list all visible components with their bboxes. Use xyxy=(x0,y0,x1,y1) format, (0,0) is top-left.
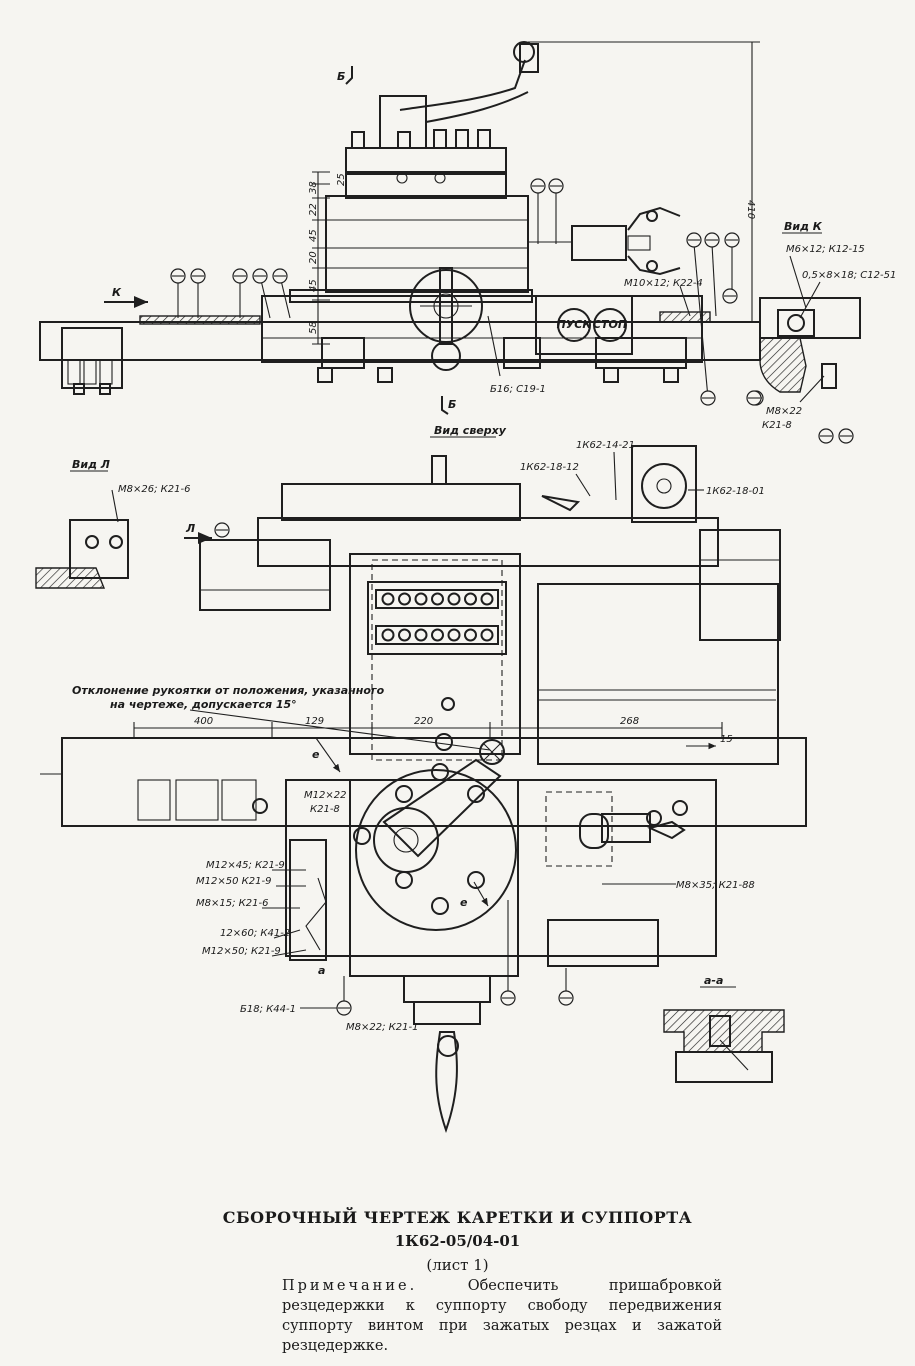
section-aa-detail: а-а xyxy=(663,974,785,1083)
callout-m6x12: М6×12; К12-15 xyxy=(786,244,865,255)
callout-m8x22b: М8×22; К21-1 xyxy=(346,1022,418,1033)
view-k-title: Вид К xyxy=(784,220,823,233)
dim-45a: 45 xyxy=(308,229,319,242)
dim-268: 268 xyxy=(620,716,639,727)
callout-k62-18-01: 1К62-18-01 xyxy=(706,486,765,497)
deviation-note-line1: Отклонение рукоятки от положения, указан… xyxy=(72,684,385,697)
vertical-dimensions: 25 38 22 45 20 45 58 xyxy=(308,171,347,345)
section-b-top: Б xyxy=(337,70,345,83)
callout-b16: Б16; С19-1 xyxy=(490,384,546,395)
bolt-rows xyxy=(381,592,494,642)
callout-k62-14-21: 1К62-14-21 xyxy=(576,440,635,451)
callout-ball: 0,5×8×18; С12-51 xyxy=(802,270,896,281)
bolt-head xyxy=(464,592,477,606)
front-view: ПУСК СТОП 25 38 22 45 20 45 xyxy=(39,41,896,431)
callout-m8x35: М8×35; К21-88 xyxy=(676,880,755,891)
tool-post-handle xyxy=(399,41,539,123)
dim-22: 22 xyxy=(308,203,319,216)
dim-38: 38 xyxy=(308,181,319,194)
feet-front xyxy=(317,367,679,383)
bolt-head xyxy=(381,592,395,606)
bolt-head xyxy=(398,592,411,606)
dim-400: 400 xyxy=(194,716,213,727)
bolt-head xyxy=(398,628,411,642)
arrow-k-label: К xyxy=(112,286,122,299)
top-handwheel xyxy=(355,697,517,931)
callout-m12x22: М12×22 xyxy=(304,790,346,801)
bolt-head xyxy=(480,628,494,642)
callout-k21-8b: К21-8 xyxy=(310,804,340,815)
arrow-e2-label: е xyxy=(460,896,468,909)
top-leaders xyxy=(262,869,676,1009)
callout-b18: Б18; К44-1 xyxy=(240,1004,296,1015)
callout-k62-18-12: 1К62-18-12 xyxy=(520,462,579,473)
stop-button-shape xyxy=(593,308,627,342)
slide-bolt-array xyxy=(367,581,507,655)
arrow-e1-label: е xyxy=(312,748,320,761)
screw-handles xyxy=(627,206,681,276)
bolt-head xyxy=(480,592,494,606)
top-view: Вид сверху Отклонение рукоятки от положе… xyxy=(35,178,854,1134)
callout-m12x45: М12×45; К21-9 xyxy=(206,860,285,871)
dim-220: 220 xyxy=(414,716,433,727)
dim-58: 58 xyxy=(308,321,319,334)
front-callouts xyxy=(177,190,733,399)
arrow-l-label: Л xyxy=(185,522,195,535)
section-aa-title: а-а xyxy=(704,974,723,987)
bolt-head xyxy=(447,628,461,642)
dim-15: 15 xyxy=(720,734,733,745)
callout-pin: 12×60; К41-2 xyxy=(220,928,290,939)
arrow-a-label: а xyxy=(318,964,325,977)
dim-129: 129 xyxy=(305,716,324,727)
dim-45b: 45 xyxy=(308,279,319,292)
drawing-code: 1К62-05/04-01 xyxy=(394,1232,521,1250)
bolt-head xyxy=(431,628,444,642)
callout-m12x50b: М12×50; К21-9 xyxy=(202,946,281,957)
tool-post-bolts xyxy=(351,129,491,184)
sheet-number: (лист 1) xyxy=(426,1256,489,1274)
view-k-detail: Вид К xyxy=(759,220,861,403)
callout-m10x12: М10×12; К22-4 xyxy=(624,278,703,289)
note-text: Обеспечить пришабровкой резцедержки к су… xyxy=(282,1278,722,1354)
bolt-head xyxy=(414,628,428,642)
start-button-shape xyxy=(557,308,591,342)
section-b-bottom: Б xyxy=(448,398,456,411)
view-l-detail: Вид Л xyxy=(35,458,129,589)
dim-20: 20 xyxy=(308,251,319,264)
top-view-title: Вид сверху xyxy=(434,424,507,437)
note-label: Примечание. xyxy=(282,1278,418,1294)
view-l-title: Вид Л xyxy=(72,458,110,471)
start-button-label: ПУСК xyxy=(557,318,593,331)
bolt-head xyxy=(414,592,428,606)
callout-m8x15: М8×15; К21-6 xyxy=(196,898,268,909)
bolt-head xyxy=(464,628,477,642)
apron-bolts xyxy=(252,763,688,915)
deviation-note-line2: на чертеже, допускается 15° xyxy=(110,698,297,711)
callout-k21-8a: К21-8 xyxy=(762,420,792,431)
handwheel-front xyxy=(409,267,483,371)
callout-m12x50a: М12×50 К21-9 xyxy=(196,876,271,887)
dim-25: 25 xyxy=(336,173,347,186)
stop-button-label: СТОП xyxy=(593,318,627,331)
assembly-drawing: ПУСК СТОП 25 38 22 45 20 45 xyxy=(35,41,896,1134)
dim-410: 410 xyxy=(745,200,756,219)
bolt-head xyxy=(431,592,444,606)
bolt-head xyxy=(381,628,395,642)
note-paragraph: Примечание. Обеспечить пришабровкой резц… xyxy=(282,1276,722,1356)
leveling-feet-left xyxy=(67,359,113,395)
callout-m8x26: М8×26; К21-6 xyxy=(118,484,190,495)
part-number-bubbles xyxy=(170,178,854,1016)
drawing-title: СБОРОЧНЫЙ ЧЕРТЕЖ КАРЕТКИ И СУППОРТА xyxy=(222,1208,693,1227)
callout-m8x22a: М8×22 xyxy=(766,406,802,417)
bolt-head xyxy=(447,592,461,606)
